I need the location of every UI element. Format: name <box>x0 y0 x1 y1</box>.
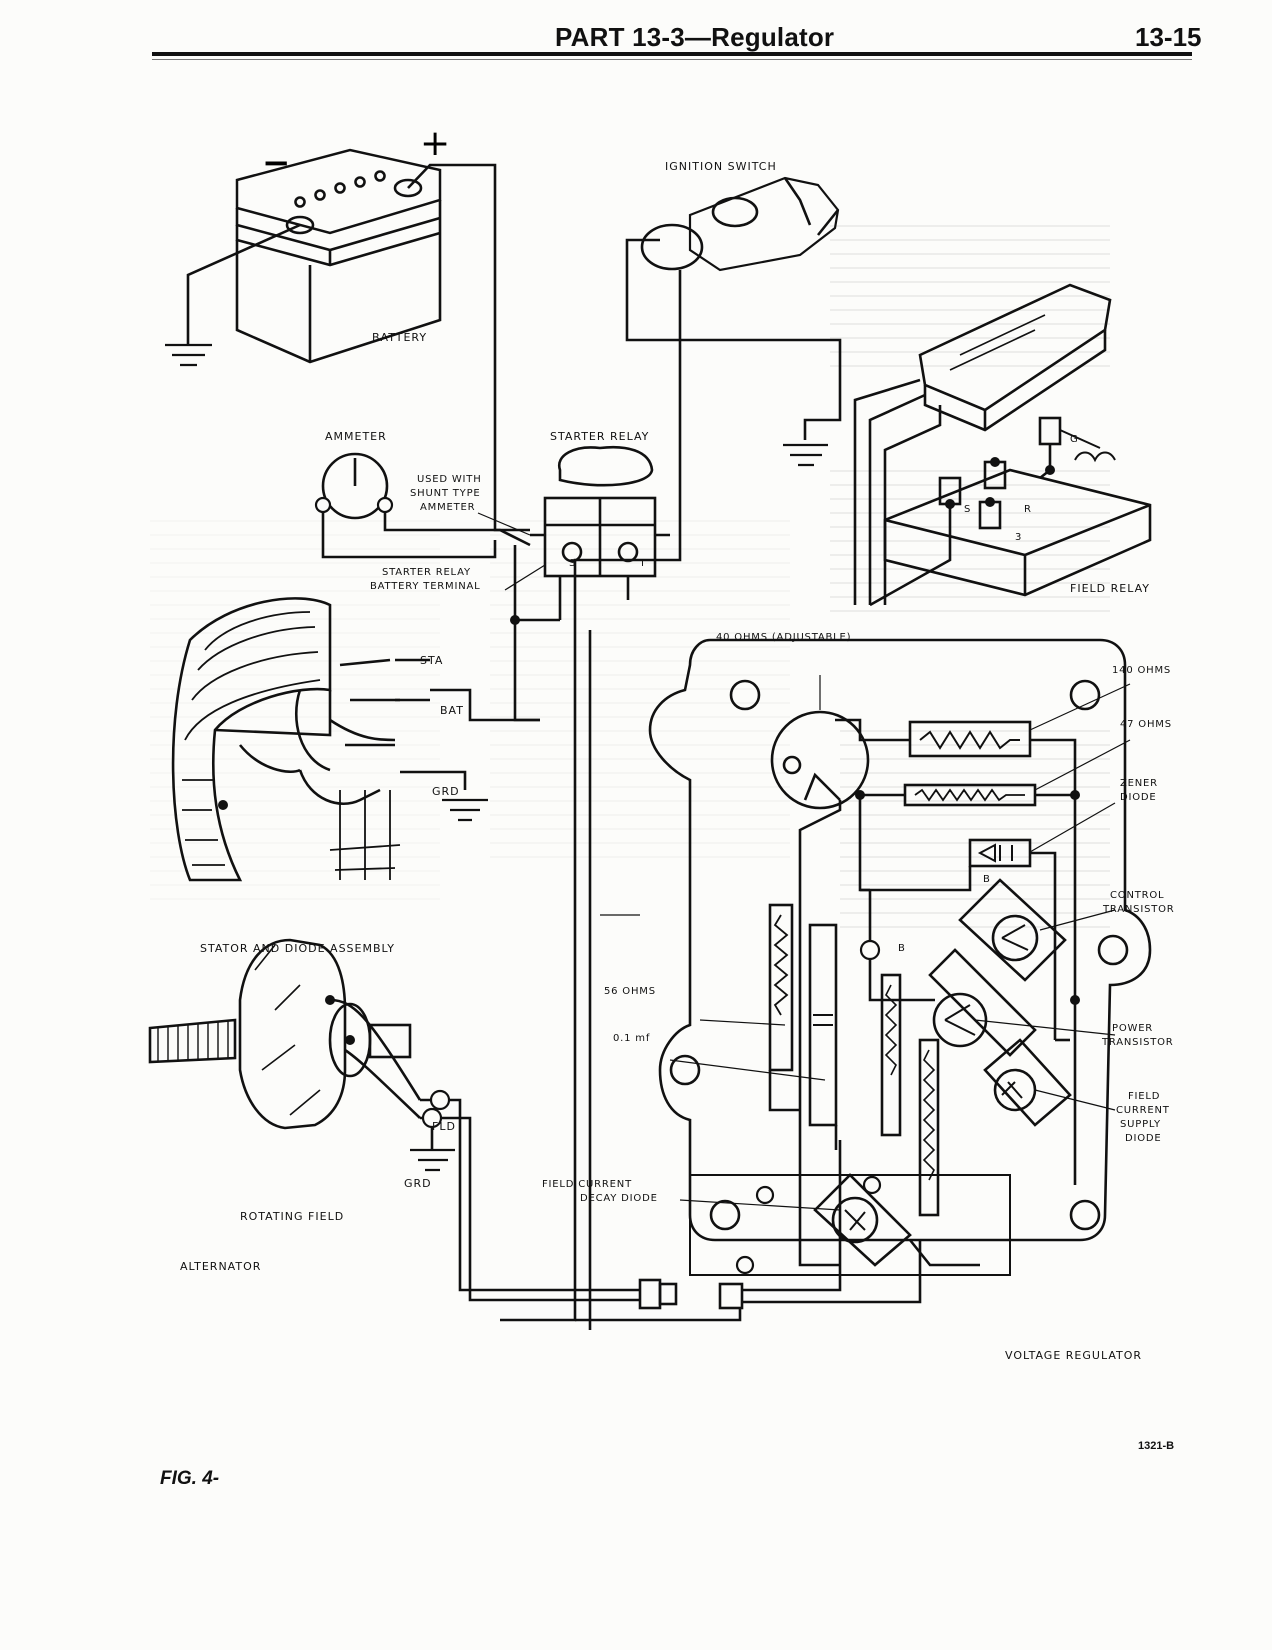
starter-relay <box>530 445 670 578</box>
bleed-through-text-block <box>490 520 790 870</box>
field-relay <box>883 416 1152 597</box>
battery <box>235 148 442 364</box>
label-140-ohms: 140 OHMS <box>1112 665 1171 676</box>
label-starter-relay: STARTER RELAY <box>550 430 649 443</box>
label-decay-2: DECAY DIODE <box>580 1193 658 1204</box>
label-shunt-note-1: USED WITH <box>417 474 482 485</box>
label-field-relay: FIELD RELAY <box>1070 582 1150 595</box>
label-voltage-regulator: VOLTAGE REGULATOR <box>1005 1349 1142 1362</box>
label-field-supply-1: FIELD <box>1128 1091 1160 1102</box>
potentiometer-40-ohms <box>770 710 870 810</box>
label-power-1: POWER <box>1112 1023 1153 1034</box>
label-battery: BATTERY <box>372 331 427 344</box>
label-ignition-switch: IGNITION SWITCH <box>665 160 777 173</box>
label-grd-rotor: GRD <box>404 1177 432 1190</box>
header-rule-thin <box>152 59 1192 60</box>
label-bat: BAT <box>440 704 464 717</box>
label-47-ohms: 47 OHMS <box>1120 719 1172 730</box>
label-ammeter: AMMETER <box>325 430 387 443</box>
page-number: 13-15 <box>1135 22 1202 52</box>
label-40-ohms: 40 OHMS (ADJUSTABLE) <box>716 632 851 643</box>
label-shunt-note-2: SHUNT TYPE <box>410 488 481 499</box>
resistor-field <box>918 1038 940 1217</box>
stator-assembly <box>171 597 401 882</box>
label-field-relay-r: R <box>1024 504 1032 515</box>
power-transistor <box>928 948 1037 1057</box>
bleed-through-text-block <box>830 470 1110 620</box>
header-rule <box>152 52 1192 56</box>
label-field-relay-3: 3 <box>1015 532 1022 543</box>
label-relay-s: S <box>569 558 576 569</box>
label-power-2: TRANSISTOR <box>1101 1037 1174 1048</box>
label-control-base: B <box>983 874 991 885</box>
label-starter-relay-battery-2: BATTERY TERMINAL <box>370 581 481 592</box>
label-starter-relay-battery-1: STARTER RELAY <box>382 567 471 578</box>
bleed-through-text-block <box>840 730 1110 930</box>
page-title: PART 13-3—Regulator <box>555 22 835 52</box>
label-zener-1: ZENER <box>1120 778 1158 789</box>
label-capacitor: 0.1 mf <box>613 1033 650 1044</box>
terminal-circles <box>314 496 882 1275</box>
label-battery-negative: − <box>262 143 291 183</box>
label-field-supply-3: SUPPLY <box>1120 1119 1161 1130</box>
label-shunt-note-3: AMMETER <box>420 502 475 513</box>
label-zener-2: DIODE <box>1120 792 1157 803</box>
label-power-base: B <box>898 943 906 954</box>
label-fld: FLD <box>432 1120 456 1133</box>
label-field-supply-4: DIODE <box>1125 1133 1162 1144</box>
label-stator-assembly: STATOR AND DIODE ASSEMBLY <box>200 942 395 955</box>
label-56-ohms: 56 OHMS <box>604 986 656 997</box>
figure-code: 1321-B <box>1138 1440 1175 1452</box>
resistor-56-ohms-b <box>880 973 902 1137</box>
label-relay-i: I <box>641 558 645 569</box>
label-field-relay-s: S <box>964 504 971 515</box>
rotor <box>148 938 422 1130</box>
field-current-decay-diode <box>813 1173 912 1267</box>
label-grd: GRD <box>432 785 460 798</box>
junction-dots <box>218 457 1080 1045</box>
regulator-cover <box>918 283 1112 432</box>
label-control-1: CONTROL <box>1110 890 1164 901</box>
connector-plugs <box>638 1278 760 1310</box>
figure-label: FIG. 4- <box>160 1468 220 1489</box>
label-field-relay-g: G <box>1070 434 1079 445</box>
resistor-56-ohms-a <box>768 903 794 1072</box>
label-battery-positive: + <box>420 123 450 164</box>
label-field-supply-2: CURRENT <box>1116 1105 1170 1116</box>
ammeter <box>321 452 389 520</box>
ignition-switch <box>640 176 840 272</box>
capacitor-0-1-mf <box>808 923 838 1127</box>
label-sta: STA <box>420 654 443 667</box>
field-current-supply-diode <box>983 1038 1072 1127</box>
label-rotating-field: ROTATING FIELD <box>240 1210 344 1223</box>
label-control-2: TRANSISTOR <box>1102 904 1175 915</box>
label-decay-1: FIELD CURRENT <box>542 1179 632 1190</box>
label-alternator: ALTERNATOR <box>180 1260 261 1273</box>
control-transistor <box>958 878 1067 982</box>
